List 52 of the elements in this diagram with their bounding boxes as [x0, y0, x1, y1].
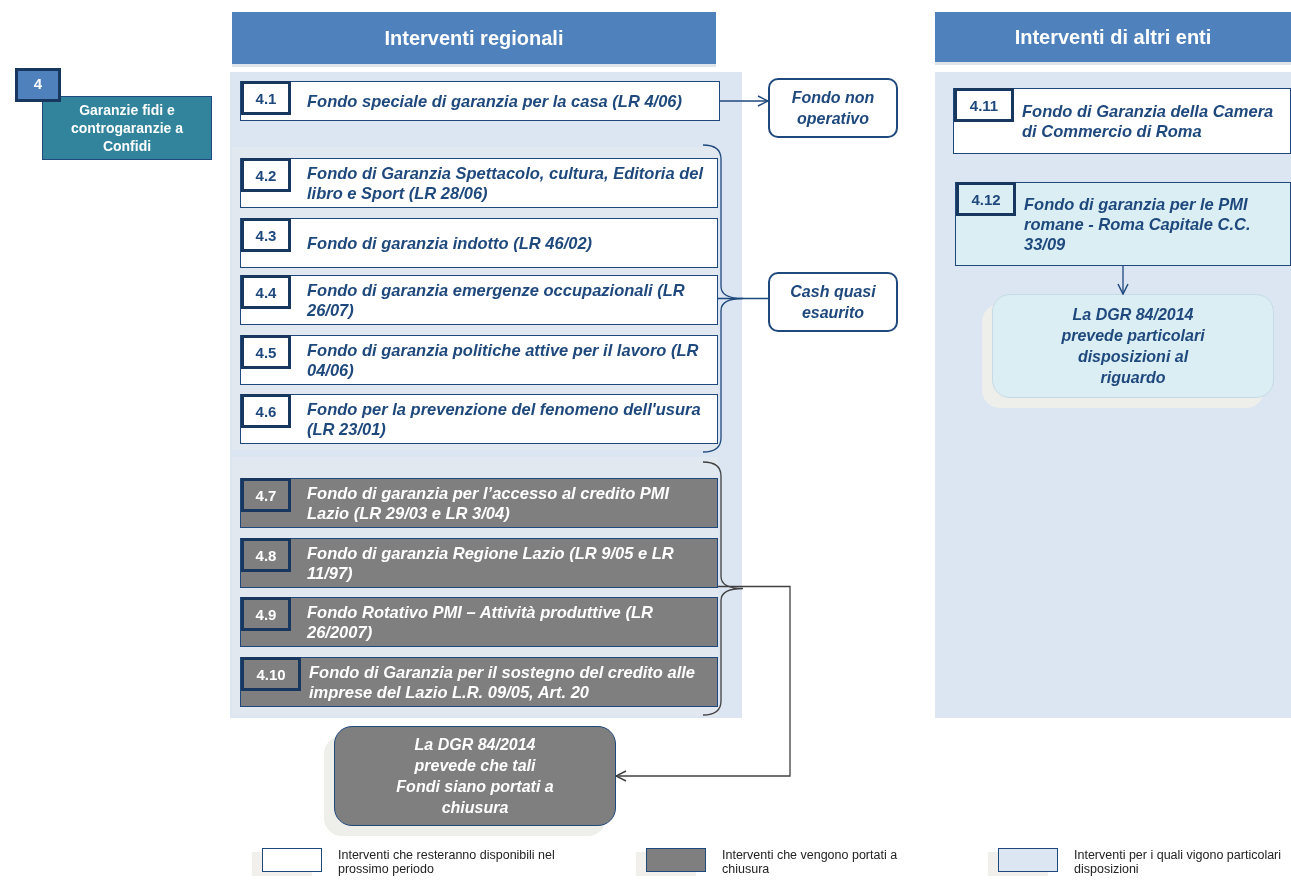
section-header: Interventi di altri enti [935, 12, 1291, 62]
fund-number: 4.3 [241, 218, 291, 252]
fund-description: Fondo speciale di garanzia per la casa (LR 4/06) [307, 91, 684, 112]
fund-box [953, 88, 1291, 154]
status-callout: Cash quasi esaurito [768, 272, 898, 332]
fund-description: Fondo di garanzia per le PMI romane - Roma Capitale C.C. 33/09 [1024, 194, 1252, 255]
status-callout: Fondo non operativo [768, 78, 898, 138]
fund-number: 4.2 [241, 158, 291, 192]
legend-label: Interventi che vengono portati a chiusura [722, 848, 899, 876]
fund-description: Fondo Rotativo PMI – Attività produttive (LR 26/2007) [307, 602, 654, 643]
connector-arrow [615, 585, 791, 782]
fund-box [240, 158, 718, 208]
fund-description: Fondo di garanzia politiche attive per il lavoro (LR 04/06) [307, 340, 700, 381]
column-panel [230, 72, 742, 718]
fund-number: 4.10 [241, 657, 301, 691]
legend-label: Interventi per i quali vigono particolari disposizioni [1074, 848, 1283, 876]
fund-number: 4.7 [241, 478, 291, 512]
fund-description: Fondo di garanzia emergenze occupazionali (LR 26/07) [307, 280, 686, 321]
section-header: Interventi regionali [232, 12, 716, 64]
fund-number: 4.4 [241, 275, 291, 309]
connector-arrow [1117, 265, 1129, 295]
fund-box [240, 597, 718, 647]
column-panel [935, 72, 1291, 718]
fund-number: 4.12 [956, 182, 1016, 216]
fund-description: Fondo per la prevenzione del fenomeno dell'usura (LR 23/01) [307, 399, 702, 440]
group-band [232, 457, 718, 716]
fund-number: 4.9 [241, 597, 291, 631]
fund-description: Fondo di Garanzia Spettacolo, cultura, Editoria del libro e Sport (LR 28/06) [307, 163, 705, 204]
legend-label: Interventi che resteranno disponibili nel prossimo periodo [338, 848, 556, 876]
fund-box [240, 81, 720, 121]
section-number: 4 [15, 68, 61, 102]
fund-number: 4.8 [241, 538, 291, 572]
fund-box [955, 182, 1291, 266]
fund-description: Fondo di garanzia per l’accesso al credito PMI Lazio (LR 29/03 e LR 3/04) [307, 483, 671, 524]
fund-box [240, 538, 718, 588]
fund-number: 4.5 [241, 335, 291, 369]
fund-description: Fondo di garanzia Regione Lazio (LR 9/05 e LR 11/97) [307, 543, 675, 584]
fund-number: 4.11 [954, 88, 1014, 122]
fund-box [240, 335, 718, 385]
section-title: Garanzie fidi e controgaranzie a Confidi [42, 96, 212, 160]
fund-box [240, 657, 718, 707]
fund-description: Fondo di garanzia indotto (LR 46/02) [307, 233, 594, 254]
fund-box [240, 218, 718, 268]
connector-arrow [719, 95, 769, 107]
fund-number: 4.1 [241, 81, 291, 115]
fund-box [240, 394, 718, 444]
fund-description: Fondo di Garanzia della Camera di Commercio di Roma [1022, 101, 1275, 142]
group-band [232, 147, 718, 450]
fund-number: 4.6 [241, 394, 291, 428]
fund-box [240, 275, 718, 325]
fund-box [240, 478, 718, 528]
fund-description: Fondo di Garanzia per il sostegno del credito alle imprese del Lazio L.R. 09/05, Art. 20 [309, 662, 696, 703]
